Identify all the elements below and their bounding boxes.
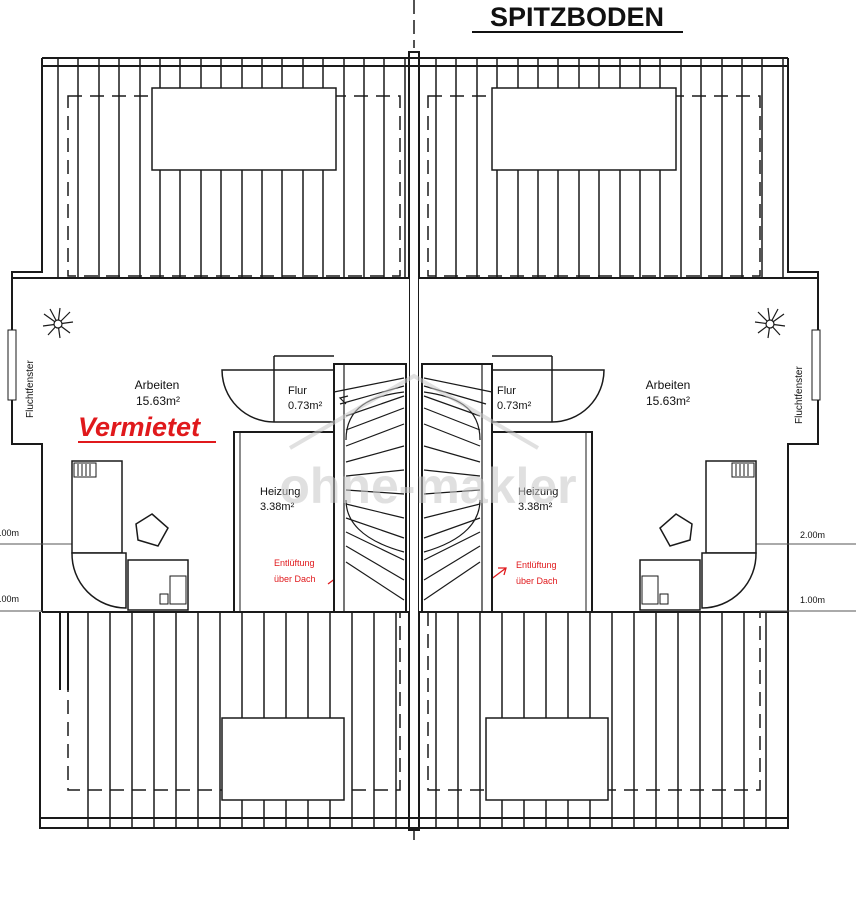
heating-name-left: Heizung	[260, 486, 300, 498]
chimney-box-left	[71, 460, 123, 554]
skylight-bottom-right	[485, 717, 609, 801]
door-swing-left	[71, 552, 127, 609]
heating-area-left: 3.38m²	[260, 501, 295, 513]
dimension-right-upper: 2.00m	[800, 530, 825, 540]
heating-room-right	[491, 431, 593, 613]
dimension-right-lower: 1.00m	[800, 595, 825, 605]
staircase-right	[421, 363, 493, 613]
rented-label: Vermietet	[78, 412, 201, 442]
escape-window-right	[811, 329, 821, 401]
party-wall	[408, 51, 420, 831]
room-name-left: Arbeiten	[135, 378, 180, 392]
plant-icon	[754, 307, 786, 339]
skylight-top-left	[151, 87, 337, 171]
skylight-top-right	[491, 87, 677, 171]
escape-window-label-right: Fluchtfenster	[794, 366, 805, 424]
door-swing-right	[701, 552, 757, 609]
house-icon	[288, 373, 540, 450]
unit-left: Fluchtfenster Arbeiten 15.63m² Vermietet…	[7, 307, 407, 613]
room-name-right: Arbeiten	[646, 378, 691, 392]
hall-name-right: Flur	[497, 385, 516, 397]
hall-area-right: 0.73m²	[497, 400, 532, 412]
skylight-bottom-left	[221, 717, 345, 801]
radiator-left	[73, 462, 97, 478]
hall-area-left: 0.73m²	[288, 400, 323, 412]
escape-window-left	[7, 329, 17, 401]
skylights	[151, 87, 677, 801]
vent-label-right-2: über Dach	[516, 576, 558, 586]
escape-window-label-left: Fluchtfenster	[25, 360, 36, 418]
vent-label-left-1: Entlüftung	[274, 558, 315, 568]
watermark-text: ohne-makler	[279, 458, 576, 514]
dimension-left-upper: 2.00m	[0, 528, 19, 538]
vent-label-right-1: Entlüftung	[516, 560, 557, 570]
room-area-left: 15.63m²	[136, 394, 180, 408]
room-area-right: 15.63m²	[646, 394, 690, 408]
radiator-right	[731, 462, 755, 478]
unit-right: Fluchtfenster Arbeiten 15.63m² Flur 0.73…	[421, 307, 821, 613]
plan-title: SPITZBODEN	[490, 2, 664, 32]
heating-name-right: Heizung	[518, 486, 558, 498]
fixture-right	[659, 513, 693, 547]
heating-area-right: 3.38m²	[518, 501, 553, 513]
hall-name-left: Flur	[288, 385, 307, 397]
fixture-left	[135, 513, 169, 547]
dimension-left-lower: 1.00m	[0, 594, 19, 604]
watermark: ohne-makler	[279, 373, 577, 514]
staircase-left	[333, 363, 407, 613]
vent-label-left-2: über Dach	[274, 574, 316, 584]
plant-icon	[42, 307, 74, 339]
